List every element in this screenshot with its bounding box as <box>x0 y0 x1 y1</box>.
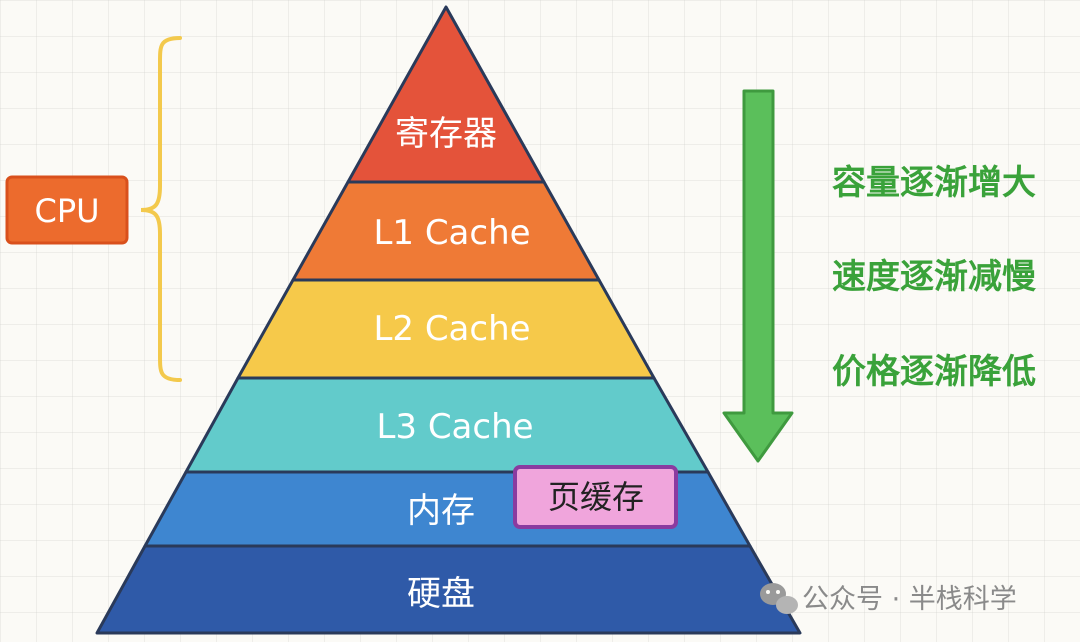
cpu-box-shape <box>5 175 129 245</box>
layer-label: L2 Cache <box>373 309 530 349</box>
layer-label: L3 Cache <box>376 407 533 447</box>
layer-label: 内存 <box>407 491 475 531</box>
trend-capacity: 容量逐渐增大 <box>832 163 1036 203</box>
pyramid-layer-disk: 硬盘 <box>95 544 802 635</box>
layer-label: 寄存器 <box>395 114 497 154</box>
pyramid-layer-l3-cache: L3 Cache <box>184 376 710 474</box>
wechat-icon <box>760 583 798 614</box>
page-cache-box-shape <box>513 465 678 529</box>
pyramid: 寄存器 L1 Cache L2 Cache L3 Cache 内存 硬盘 <box>95 5 802 635</box>
pyramid-layer-l2-cache: L2 Cache <box>236 278 656 380</box>
page-cache-label: 页缓存 <box>548 478 644 516</box>
layer-shape <box>346 5 546 184</box>
layer-label: L1 Cache <box>373 213 530 253</box>
layer-label: 硬盘 <box>407 574 475 614</box>
cpu-label: CPU <box>34 192 99 230</box>
watermark-text: 公众号 · 半栈科学 <box>802 584 1017 615</box>
trend-list: 容量逐渐增大 速度逐渐减慢 价格逐渐降低 <box>832 163 1037 392</box>
cpu-brace <box>140 36 182 382</box>
trend-speed: 速度逐渐减慢 <box>832 257 1037 297</box>
layer-shape <box>95 544 802 635</box>
page-cache-box: 页缓存 <box>513 465 678 529</box>
down-arrow <box>722 89 794 463</box>
pyramid-layer-registers: 寄存器 <box>346 5 546 184</box>
trend-price: 价格逐渐降低 <box>832 352 1036 392</box>
watermark: 公众号 · 半栈科学 <box>760 583 1017 615</box>
cpu-box: CPU <box>5 175 129 245</box>
pyramid-layer-l1-cache: L1 Cache <box>291 180 601 282</box>
